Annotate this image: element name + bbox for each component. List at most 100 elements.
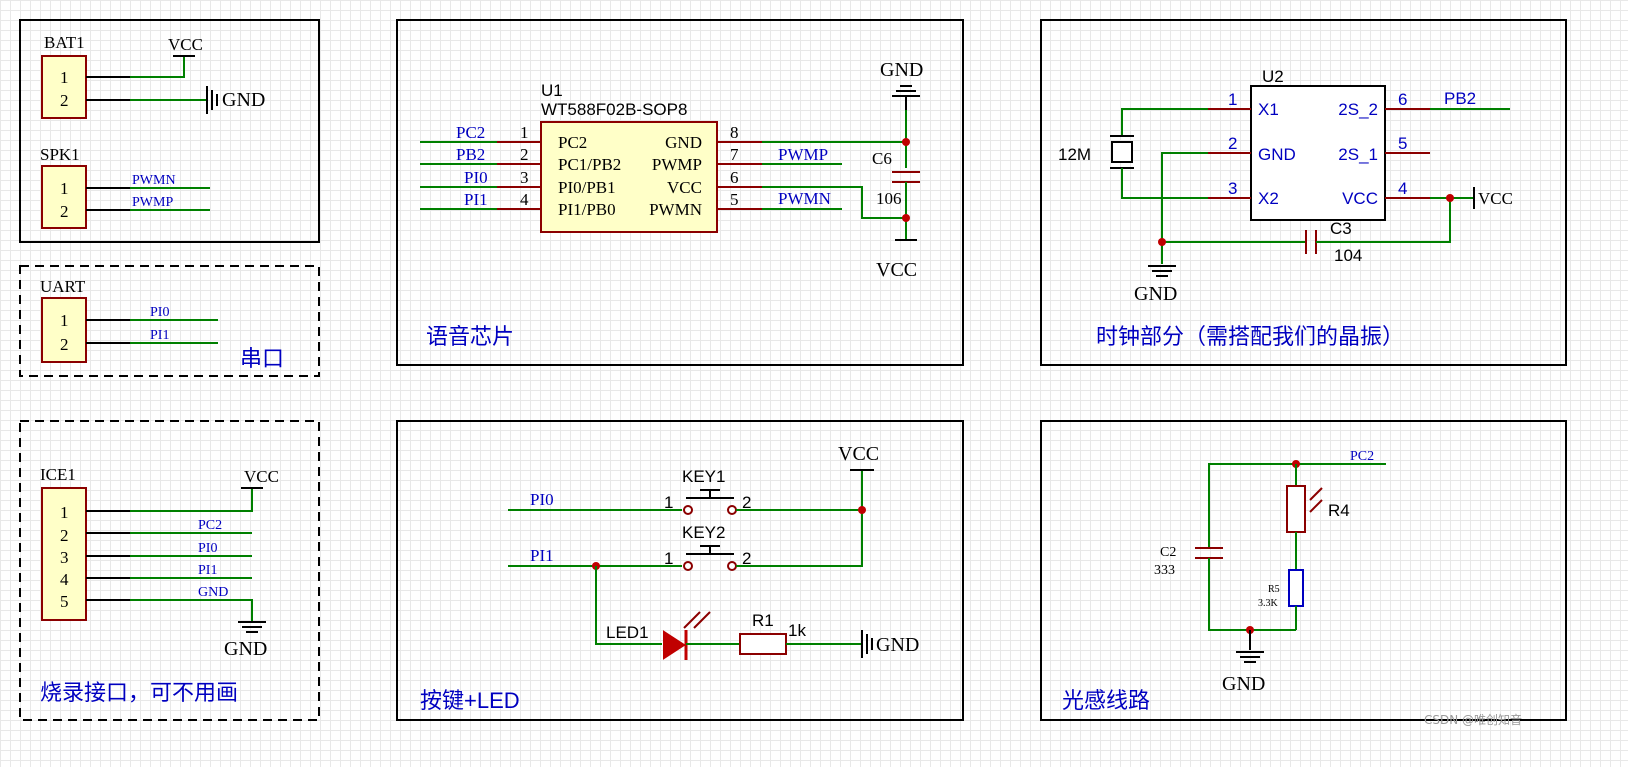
c2-ref: C2: [1160, 545, 1176, 560]
light-gnd-label: GND: [1222, 673, 1265, 695]
ice1-ref: ICE1: [40, 465, 76, 484]
u1-ref: U1: [541, 81, 563, 100]
u2-name-gnd: GND: [1258, 145, 1296, 164]
bat1-pin1: 1: [60, 68, 69, 87]
u1-name-pc2: PC2: [558, 133, 587, 152]
spk1-ref: SPK1: [40, 145, 80, 164]
u2-pin5: 5: [1398, 134, 1407, 153]
u2-pin2: 2: [1228, 134, 1237, 153]
u1-right-pins: [717, 141, 762, 210]
u1-vcc-label: VCC: [876, 259, 917, 281]
r1-ref: R1: [752, 611, 774, 630]
spk1-pin1: 1: [60, 179, 69, 198]
u1-chip-body: [540, 121, 718, 233]
key2-pin2: 2: [742, 549, 751, 568]
r4-ldr: [1286, 485, 1306, 533]
u1-pin2: 2: [520, 145, 529, 164]
u1-net-pwmn: PWMN: [778, 189, 831, 208]
u2-name-2s2: 2S_2: [1338, 100, 1378, 119]
ice1-connector: [41, 487, 87, 621]
bat1-connector: [41, 55, 87, 119]
uart-net-pi0: PI0: [150, 305, 169, 320]
u1-pin3: 3: [520, 168, 529, 187]
ice1-gnd-label: GND: [224, 638, 267, 660]
crystal-label: 12M: [1058, 145, 1091, 164]
u1-name-pc1pb2: PC1/PB2: [558, 155, 621, 174]
uart-connector: [41, 297, 87, 363]
uart-pin1: 1: [60, 311, 69, 330]
led1-ref: LED1: [606, 623, 649, 642]
u1-name-pwmp: PWMP: [652, 155, 702, 174]
ice1-pin1: 1: [60, 503, 69, 522]
uart-pin2: 2: [60, 335, 69, 354]
ice1-pin5: 5: [60, 592, 69, 611]
panel-ice: ICE1 1 2 3 4 5 VCC GND PC2 PI0 PI1 GND 烧…: [19, 420, 320, 721]
u2-name-2s1: 2S_1: [1338, 145, 1378, 164]
c3-ref: C3: [1330, 219, 1352, 238]
c6-value: 106: [876, 189, 902, 208]
u2-name-x2: X2: [1258, 189, 1279, 208]
panel-keys-led: PI0 PI1 KEY1 1 2 KEY2 1 2 VCC LED1: [396, 420, 964, 721]
u2-pin6: 6: [1398, 90, 1407, 109]
u2-gnd-label: GND: [1134, 283, 1177, 305]
u2-name-x1: X1: [1258, 100, 1279, 119]
crystal-12m: [1111, 141, 1133, 163]
bat1-gnd-label: GND: [222, 89, 265, 111]
spk1-connector: [41, 165, 87, 229]
u1-name-gnd: GND: [665, 133, 702, 152]
ice1-vcc-label: VCC: [244, 467, 279, 486]
u1-pin1: 1: [520, 123, 529, 142]
key1-pin2: 2: [742, 493, 751, 512]
clock-title: 时钟部分（需搭配我们的晶振）: [1096, 325, 1404, 350]
u1-pin4: 4: [520, 190, 529, 209]
r4-ref: R4: [1328, 501, 1350, 520]
u1-net-pi0: PI0: [464, 168, 488, 187]
ice1-net-pc2: PC2: [198, 518, 222, 533]
u1-net-pwmp: PWMP: [778, 145, 828, 164]
uart-title: 串口: [240, 347, 284, 372]
keys-title: 按键+LED: [420, 688, 520, 713]
r1-resistor: [739, 633, 787, 655]
ice1-pin4: 4: [60, 570, 69, 589]
light-title: 光感线路: [1062, 689, 1150, 714]
panel-uart: UART 1 2 PI0 PI1 串口: [19, 265, 320, 377]
u1-pin5: 5: [730, 190, 739, 209]
u1-name-pi0pb1: PI0/PB1: [558, 178, 616, 197]
u2-net-pb2: PB2: [1444, 89, 1476, 108]
bat1-ref: BAT1: [44, 33, 85, 52]
spk1-net-pwmp: PWMP: [132, 195, 173, 210]
light-net-pc2: PC2: [1350, 449, 1374, 464]
bat1-vcc-label: VCC: [168, 35, 203, 54]
u1-net-pc2: PC2: [456, 123, 485, 142]
led1-symbol: [663, 630, 686, 660]
u1-pin6: 6: [730, 168, 739, 187]
panel-voice-chip: U1 WT588F02B-SOP8 PC2 PB2 PI0 PI1 1 2 3 …: [396, 19, 964, 366]
u1-pin8: 8: [730, 123, 739, 142]
u1-part: WT588F02B-SOP8: [541, 100, 687, 119]
r5-resistor: [1288, 569, 1304, 607]
u1-name-pwmn: PWMN: [649, 200, 702, 219]
ice1-net-pi0: PI0: [198, 541, 217, 556]
ice1-net-gnd: GND: [198, 585, 228, 600]
u1-net-pi1: PI1: [464, 190, 488, 209]
key2-pin1: 1: [664, 549, 673, 568]
key1-ref: KEY1: [682, 467, 725, 486]
ice1-net-pi1: PI1: [198, 563, 217, 578]
u2-name-vcc: VCC: [1342, 189, 1378, 208]
ice1-pin3: 3: [60, 548, 69, 567]
r5-value: 3.3K: [1258, 598, 1279, 609]
r1-value: 1k: [788, 621, 806, 640]
u2-vcc-label: VCC: [1478, 189, 1513, 208]
uart-net-pi1: PI1: [150, 328, 169, 343]
spk1-pin2: 2: [60, 202, 69, 221]
u1-gnd-label: GND: [880, 59, 923, 81]
c3-value: 104: [1334, 246, 1362, 265]
u1-name-vcc: VCC: [667, 178, 702, 197]
c2-value: 333: [1154, 563, 1175, 578]
voice-title: 语音芯片: [426, 325, 514, 350]
u1-name-pi1pb0: PI1/PB0: [558, 200, 616, 219]
r5-ref: R5: [1268, 584, 1280, 595]
spk1-net-pwmn: PWMN: [132, 173, 176, 188]
u2-pin1: 1: [1228, 90, 1237, 109]
